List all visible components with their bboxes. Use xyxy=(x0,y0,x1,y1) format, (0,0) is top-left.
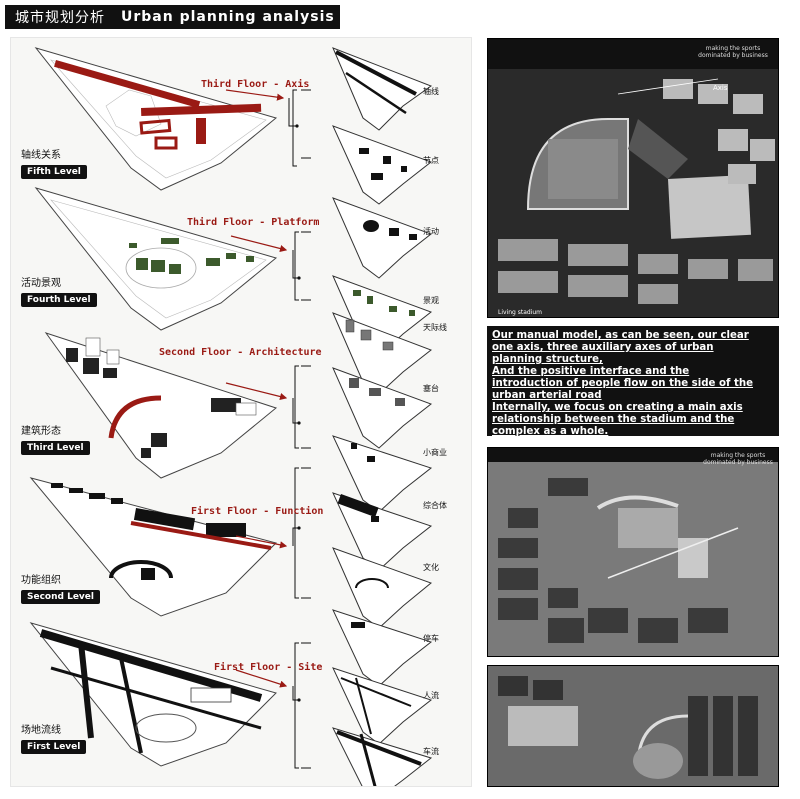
floor-title-5: Third Floor - Axis xyxy=(201,79,310,90)
mini-label: 景观 xyxy=(423,296,439,305)
level1-diagram xyxy=(29,609,433,786)
level-cn-2: 功能组织 xyxy=(21,575,61,586)
description-line: Our manual model, as can be seen, our cl… xyxy=(492,330,749,341)
floor-title-3: Second Floor - Architecture xyxy=(159,347,322,358)
mini-label: 活动 xyxy=(423,227,439,236)
level4-diagram xyxy=(34,187,433,357)
mini-label: 塞台 xyxy=(423,384,439,393)
level-label-1: 场地流线 First Level xyxy=(21,721,87,754)
axis-red-path xyxy=(54,59,262,150)
description-line: relationship between the stadium and the xyxy=(492,414,735,425)
model-photo-3-graphic xyxy=(488,666,778,786)
model-photo-2-graphic xyxy=(488,448,778,656)
description-text-box: Our manual model, as can be seen, our cl… xyxy=(487,326,779,437)
level5-diagram xyxy=(34,47,433,205)
model-photo-2: making the sports dominated by business xyxy=(487,447,779,657)
description-line: urban arterial road xyxy=(492,390,602,401)
mini-label: 车流 xyxy=(423,747,439,756)
stadium-tag: Living stadium xyxy=(498,309,543,316)
level3-diagram xyxy=(44,312,433,479)
level-en-5: Fifth Level xyxy=(21,165,87,179)
description-line: And the positive interface and the xyxy=(492,366,690,377)
title-en: Urban planning analysis xyxy=(121,9,335,25)
floor-title-4: Third Floor - Platform xyxy=(187,217,320,228)
mini-label: 人流 xyxy=(423,691,439,700)
model-photo-1-graphic xyxy=(488,39,778,317)
level-label-4: 活动景观 Fourth Level xyxy=(21,274,97,307)
model-photo-3 xyxy=(487,665,779,787)
level-label-3: 建筑形态 Third Level xyxy=(21,422,90,455)
level-diagrams-svg xyxy=(29,47,433,786)
level-cn-5: 轴线关系 xyxy=(21,150,61,161)
photo1-caption: making the sports dominated by business xyxy=(698,45,768,59)
level-label-2: 功能组织 Second Level xyxy=(21,571,100,604)
description-line: planning structure, xyxy=(492,354,603,365)
description-line: one axis, three auxiliary axes of urban xyxy=(492,342,714,353)
mini-label: 停车 xyxy=(423,634,439,643)
description-line: introduction of people flow on the side … xyxy=(492,378,753,389)
model-photo-1: making the sports dominated by business … xyxy=(487,38,779,318)
floor-title-1: First Floor - Site xyxy=(214,662,323,673)
mini-label: 小商业 xyxy=(423,448,447,457)
mini-label: 综合体 xyxy=(423,501,447,510)
level-cn-1: 场地流线 xyxy=(21,725,61,736)
mini-label: 节点 xyxy=(423,156,439,165)
mini-label: 天际线 xyxy=(423,323,447,332)
level-label-5: 轴线关系 Fifth Level xyxy=(21,146,87,179)
title-bar: 城市规划分析 Urban planning analysis xyxy=(5,5,340,29)
level-analysis-panel: Third Floor - Axis Third Floor - Platfor… xyxy=(10,37,472,787)
level-en-4: Fourth Level xyxy=(21,293,97,307)
description-line: complex as a whole. xyxy=(492,426,609,437)
axis-tag: Axis xyxy=(713,84,728,92)
level-en-1: First Level xyxy=(21,740,87,754)
title-cn: 城市规划分析 xyxy=(15,10,105,26)
level-cn-3: 建筑形态 xyxy=(21,426,61,437)
level2-diagram xyxy=(29,435,433,629)
floor-title-2: First Floor - Function xyxy=(191,506,324,517)
description-line: Internally, we focus on creating a main … xyxy=(492,402,743,413)
level-en-3: Third Level xyxy=(21,441,90,455)
photo2-caption: making the sports dominated by business xyxy=(703,452,773,466)
level-en-2: Second Level xyxy=(21,590,100,604)
mini-label: 轴线 xyxy=(423,87,439,96)
mini-label: 文化 xyxy=(423,563,439,572)
level-cn-4: 活动景观 xyxy=(21,278,61,289)
